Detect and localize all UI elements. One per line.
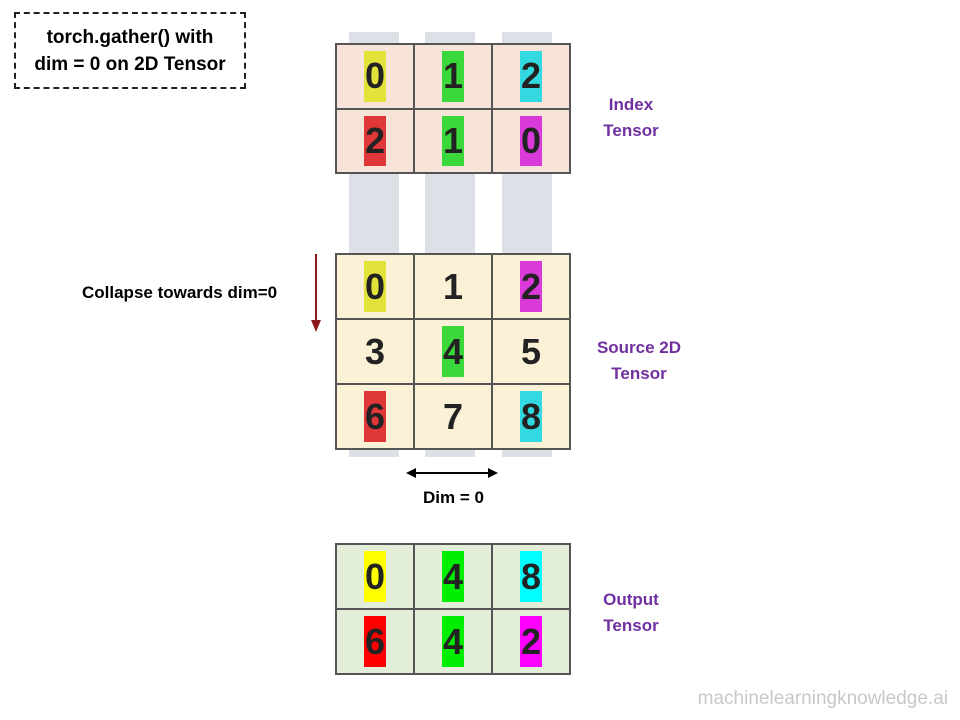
- title-line-1: torch.gather() with: [46, 26, 214, 48]
- cell-value: 1: [442, 119, 464, 161]
- cell-value: 6: [364, 620, 386, 662]
- index-tensor-cell: 0: [492, 108, 570, 173]
- cell-value: 2: [520, 265, 542, 307]
- highlight-chip: [442, 551, 464, 602]
- output-tensor-label: Output Tensor: [603, 590, 659, 635]
- cell-value: 4: [442, 555, 464, 597]
- index-tensor-cell: 0: [336, 44, 414, 109]
- source-tensor-cell: 1: [414, 254, 492, 319]
- highlight-chip: [442, 326, 464, 377]
- index-tensor-cell: 2: [492, 44, 570, 109]
- cell-value: 0: [364, 55, 386, 97]
- output-tensor-cell: 2: [492, 609, 570, 674]
- source-tensor-label: Source 2D Tensor: [596, 338, 682, 383]
- dim-label: Dim = 0: [423, 488, 484, 507]
- highlight-chip: [520, 391, 542, 442]
- cell-value: 2: [520, 55, 542, 97]
- cell-value: 1: [442, 265, 464, 307]
- source-tensor-cell: 5: [492, 319, 570, 384]
- cell-value: 6: [364, 395, 386, 437]
- cell-value: 8: [520, 555, 542, 597]
- highlight-chip: [364, 391, 386, 442]
- output-tensor-cell: 4: [414, 544, 492, 609]
- highlight-chip: [520, 551, 542, 602]
- source-tensor-cell: 6: [336, 384, 414, 449]
- output-tensor: 0 4 8 6 4 2: [335, 543, 571, 675]
- highlight-chip: [364, 551, 386, 602]
- source-tensor-cell: 0: [336, 254, 414, 319]
- cell-value: 4: [442, 330, 464, 372]
- cell-value: 4: [442, 620, 464, 662]
- dim-double-arrow-icon: [406, 468, 498, 478]
- output-tensor-cell: 4: [414, 609, 492, 674]
- highlight-chip: [442, 115, 464, 166]
- index-tensor-cell: 2: [336, 108, 414, 173]
- index-tensor-cell: 1: [414, 108, 492, 173]
- source-tensor-cell: 2: [492, 254, 570, 319]
- source-tensor-cell: 3: [336, 319, 414, 384]
- highlight-chip: [520, 51, 542, 102]
- source-tensor: 0 1 2 3 4 5 6 7 8: [335, 253, 571, 450]
- highlight-chip: [520, 115, 542, 166]
- source-tensor-cell: 7: [414, 384, 492, 449]
- cell-value: 7: [442, 395, 464, 437]
- highlight-chip: [442, 616, 464, 667]
- cell-value: 3: [364, 330, 386, 372]
- highlight-chip: [442, 51, 464, 102]
- index-tensor-label: Index Tensor: [603, 95, 659, 140]
- diagram-title: torch.gather() with dim = 0 on 2D Tensor: [14, 12, 246, 89]
- highlight-chip: [364, 115, 386, 166]
- cell-value: 0: [364, 555, 386, 597]
- output-tensor-cell: 6: [336, 609, 414, 674]
- watermark: machinelearningknowledge.ai: [697, 688, 948, 709]
- source-tensor-cell: 8: [492, 384, 570, 449]
- cell-value: 5: [520, 330, 542, 372]
- output-tensor-cell: 8: [492, 544, 570, 609]
- highlight-chip: [520, 261, 542, 312]
- output-tensor-cell: 0: [336, 544, 414, 609]
- highlight-chip: [520, 616, 542, 667]
- source-tensor-cell: 4: [414, 319, 492, 384]
- cell-value: 0: [364, 265, 386, 307]
- cell-value: 2: [364, 119, 386, 161]
- highlight-chip: [364, 51, 386, 102]
- cell-value: 1: [442, 55, 464, 97]
- index-tensor: 0 1 2 2 1 0: [335, 43, 571, 174]
- cell-value: 2: [520, 620, 542, 662]
- index-tensor-cell: 1: [414, 44, 492, 109]
- cell-value: 0: [520, 119, 542, 161]
- highlight-chip: [364, 261, 386, 312]
- highlight-chip: [364, 616, 386, 667]
- collapse-label: Collapse towards dim=0: [82, 283, 278, 302]
- collapse-down-arrow-icon: [311, 254, 321, 332]
- title-line-2: dim = 0 on 2D Tensor: [34, 53, 226, 75]
- cell-value: 8: [520, 395, 542, 437]
